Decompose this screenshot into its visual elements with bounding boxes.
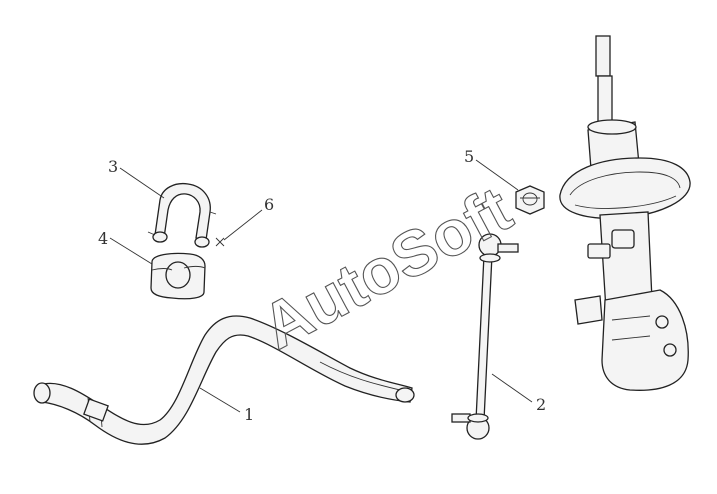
washer-mark [215,237,225,247]
hex-nut [515,185,545,215]
callout-3: 3 [108,157,118,176]
callout-2: 2 [536,395,546,414]
leader-lines [109,159,533,413]
rubber-bushing [150,252,206,300]
callout-1: 1 [244,405,254,424]
callout-5: 5 [464,147,474,166]
bracket-clamp [147,182,217,248]
callout-6: 6 [264,195,274,214]
callout-4: 4 [98,229,108,248]
stabilizer-link [451,233,519,440]
stabilizer-bar [33,315,415,445]
strut-assembly [559,35,691,391]
